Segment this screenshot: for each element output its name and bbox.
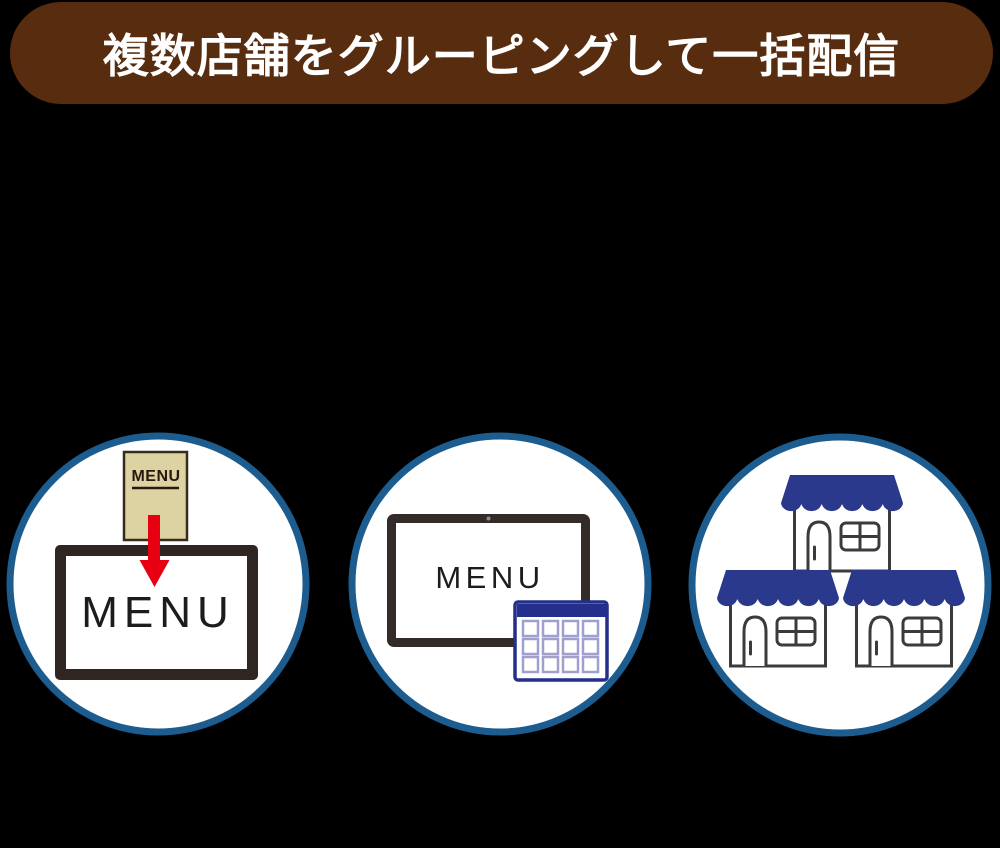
down-arrow-icon [139, 515, 170, 587]
storefront-bottom-right [841, 568, 967, 668]
down-arrow-head [139, 560, 170, 587]
title-banner: 複数店舗をグルーピングして一括配信 [10, 2, 993, 104]
step-circle-register-menu: MENU MENU [6, 432, 310, 736]
storefront-top [779, 473, 905, 573]
menu-document-label: MENU [131, 468, 180, 485]
down-arrow-shaft [148, 515, 160, 562]
step-circle-schedule-delivery: MENU [348, 432, 652, 736]
calendar-header [517, 604, 606, 617]
step-circle-multi-store [688, 433, 992, 737]
menu-document-icon: MENU [122, 450, 189, 542]
signage-screen-label: MENU [81, 588, 235, 637]
banner-title-text: 複数店舗をグルーピングして一括配信 [102, 30, 901, 82]
calendar-grid [521, 619, 600, 674]
storefront-bottom-left [715, 568, 841, 668]
tablet-camera-dot [486, 516, 491, 521]
tablet-screen-label: MENU [435, 560, 544, 595]
calendar-icon [513, 600, 609, 682]
